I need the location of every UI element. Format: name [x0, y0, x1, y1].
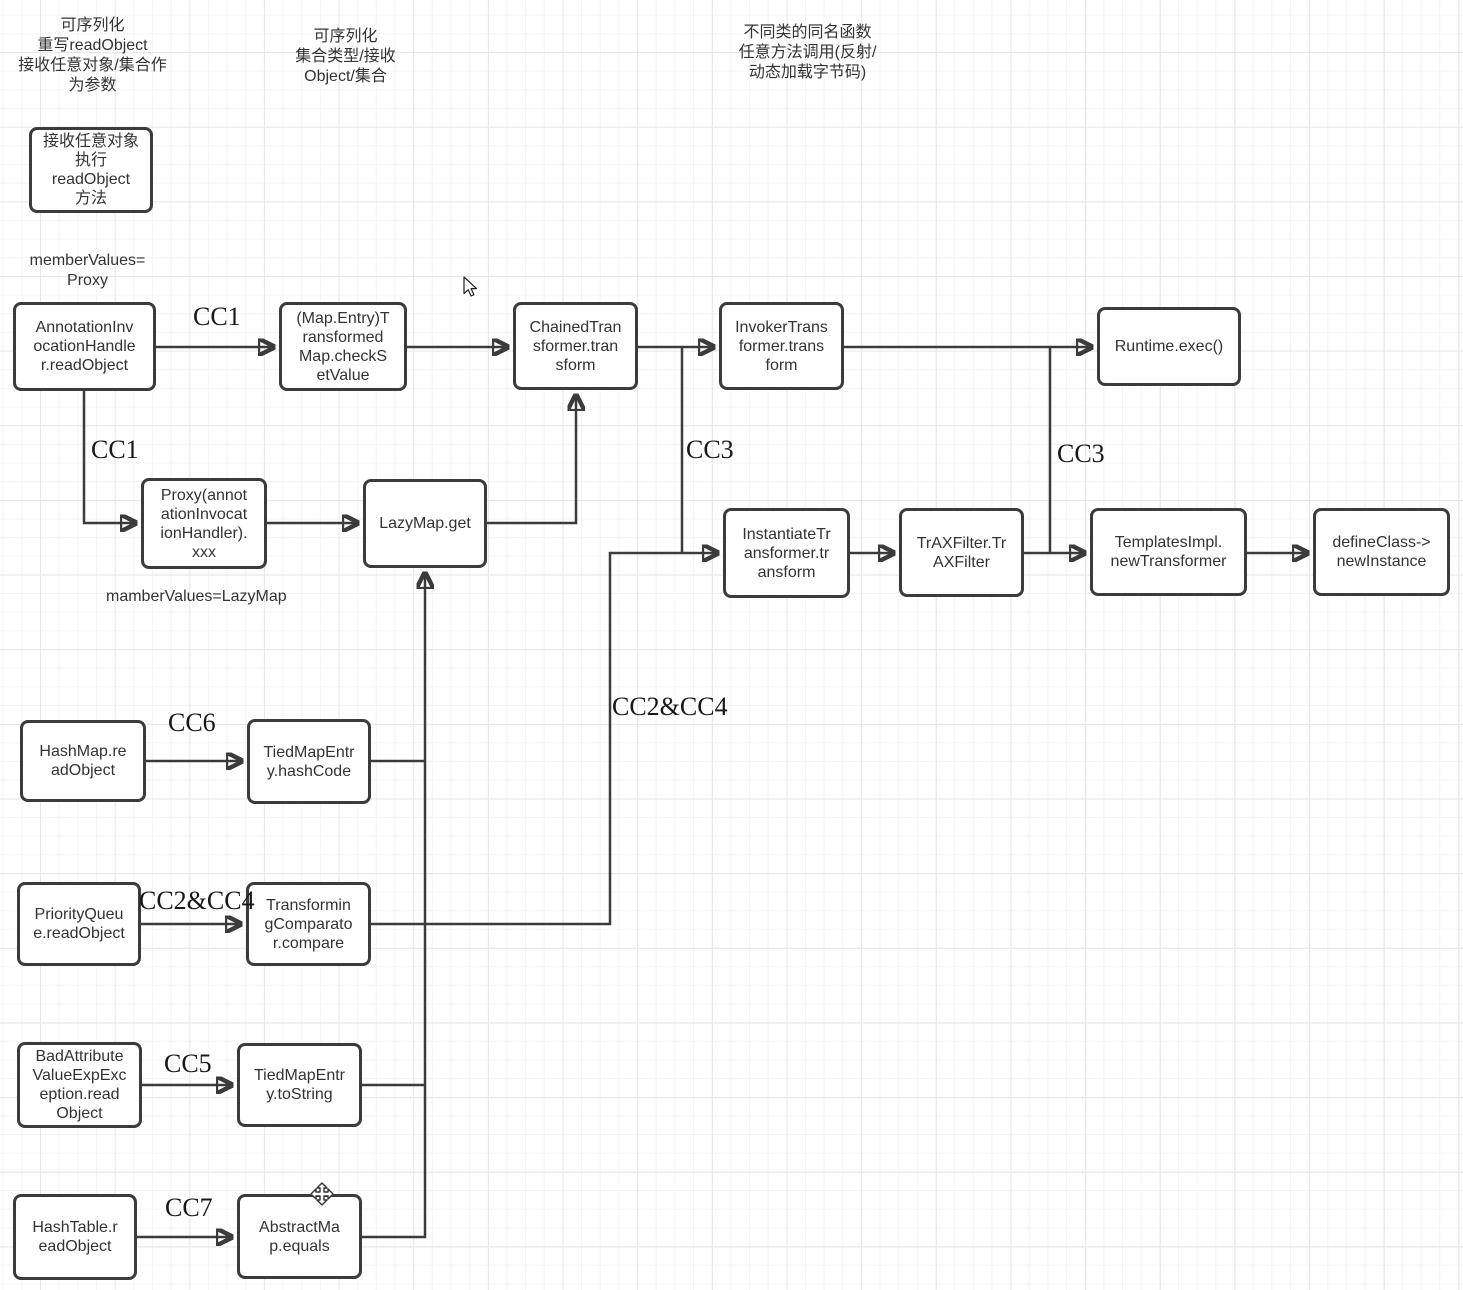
node-traxfilter[interactable]: TrAXFilter.Tr AXFilter	[899, 508, 1024, 597]
edge-lazymap-to-chainedtransformer[interactable]	[487, 397, 576, 525]
node-chainedtransformer-transform[interactable]: ChainedTran sformer.tran sform	[513, 302, 638, 390]
node-hashmap-readobject[interactable]: HashMap.re adObject	[20, 720, 146, 802]
node-abstractmap-equals[interactable]: AbstractMa p.equals	[237, 1194, 362, 1279]
node-badattributevalueexpexception-readobject[interactable]: BadAttribute ValueExpExc eption.read Obj…	[17, 1042, 142, 1128]
node-transformedmap-checksetvalue[interactable]: (Map.Entry)T ransformed Map.checkS etVal…	[279, 302, 407, 391]
node-templatesimpl-newtransformer[interactable]: TemplatesImpl. newTransformer	[1090, 508, 1247, 596]
node-proxy-annotationinvocationhandler[interactable]: Proxy(annot ationInvocat ionHandler). xx…	[141, 478, 267, 569]
node-runtime-exec[interactable]: Runtime.exec()	[1097, 307, 1241, 386]
edge-label-cc5[interactable]: CC5	[164, 1049, 212, 1078]
node-tiedmapentry-tostring[interactable]: TiedMapEntr y.toString	[237, 1043, 362, 1127]
edge-cc1-aih-to-proxy[interactable]	[82, 391, 134, 523]
node-lazymap-get[interactable]: LazyMap.get	[363, 479, 487, 568]
edge-label-cc3-right[interactable]: CC3	[1057, 439, 1105, 468]
node-defineclass-newinstance[interactable]: defineClass-> newInstance	[1313, 508, 1450, 596]
move-cursor-icon	[310, 1182, 334, 1206]
node-priorityqueue-readobject[interactable]: PriorityQueu e.readObject	[17, 882, 141, 966]
edge-label-cc7[interactable]: CC7	[165, 1193, 213, 1222]
edge-label-cc6[interactable]: CC6	[168, 708, 216, 737]
edge-label-cc1-down[interactable]: CC1	[91, 435, 139, 464]
mouse-cursor-icon	[463, 276, 478, 297]
node-invokertransformer-transform[interactable]: InvokerTrans former.trans form	[719, 302, 844, 390]
node-hashtable-readobject[interactable]: HashTable.r eadObject	[13, 1194, 137, 1280]
note-serializable-rewrite[interactable]: 可序列化 重写readObject 接收任意对象/集合作 为参数	[18, 17, 167, 94]
edge-abstractmap-to-lazymap[interactable]	[362, 575, 425, 1239]
edge-label-cc1-top[interactable]: CC1	[193, 302, 241, 331]
note-member-values-proxy[interactable]: memberValues= Proxy	[29, 252, 146, 289]
node-instantiatetransformer-transform[interactable]: InstantiateTr ansformer.tr ansform	[723, 508, 850, 598]
node-annotation-invocation-handler-readobject[interactable]: AnnotationInv ocationHandle r.readObject	[13, 302, 156, 391]
node-tiedmapentry-hashcode[interactable]: TiedMapEntr y.hashCode	[247, 719, 371, 804]
edge-cc2cc4-transcomp-to-instantiate[interactable]	[371, 553, 716, 926]
edge-label-cc2cc4-vertical[interactable]: CC2&CC4	[612, 692, 728, 721]
note-same-name-function[interactable]: 不同类的同名函数 任意方法调用(反射/ 动态加载字节码)	[738, 24, 877, 81]
edge-label-cc3-left[interactable]: CC3	[686, 435, 734, 464]
node-receive-any-object[interactable]: 接收任意对象 执行 readObject 方法	[29, 127, 153, 213]
note-serializable-collection[interactable]: 可序列化 集合类型/接收 Object/集合	[295, 28, 396, 85]
note-member-values-lazymap[interactable]: mamberValues=LazyMap	[106, 588, 287, 605]
edge-label-cc2cc4-horizontal[interactable]: CC2&CC4	[139, 886, 255, 915]
node-transformingcomparator-compare[interactable]: Transformin gComparato r.compare	[246, 882, 371, 966]
